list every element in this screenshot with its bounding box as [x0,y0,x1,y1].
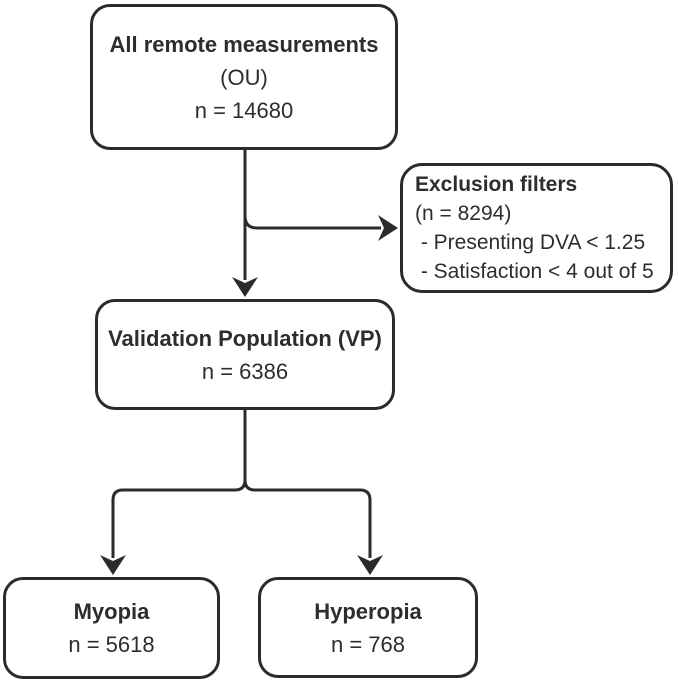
arrowhead-down-hyperopia [357,555,383,575]
node-count: n = 14680 [194,97,294,123]
node-title: All remote measurements (OU) [109,31,379,90]
connector-validation-to-hyperopia [243,410,372,558]
node-exclusion-filters: Exclusion filters (n = 8294) - Presentin… [400,163,673,293]
node-all-remote-measurements: All remote measurements (OU) n = 14680 [90,4,398,150]
node-myopia: Myopia n = 5618 [3,577,220,679]
node-count: n = 768 [330,631,405,657]
node-title: Validation Population (VP) [108,325,382,351]
exclusion-filter-dva: - Presenting DVA < 1.25 [415,231,646,254]
connector-branch-to-exclusion [243,215,381,230]
arrowhead-right-exclusion [378,215,398,241]
exclusion-filter-satisfaction: - Satisfaction < 4 out of 5 [415,260,654,283]
node-title: Hyperopia [314,598,422,624]
node-count: n = 6386 [201,358,289,384]
node-title: Exclusion filters [415,173,578,196]
exclusion-count: (n = 8294) [415,202,512,225]
node-title-suffix: (OU) [220,64,268,90]
connector-validation-to-myopia [111,410,247,558]
node-count: n = 5618 [68,632,155,657]
node-title: Myopia [73,599,150,624]
arrowhead-down-validation [232,277,258,297]
arrowhead-down-myopia [100,555,126,575]
node-hyperopia: Hyperopia n = 768 [258,577,478,678]
node-validation-population: Validation Population (VP) n = 6386 [95,299,395,410]
